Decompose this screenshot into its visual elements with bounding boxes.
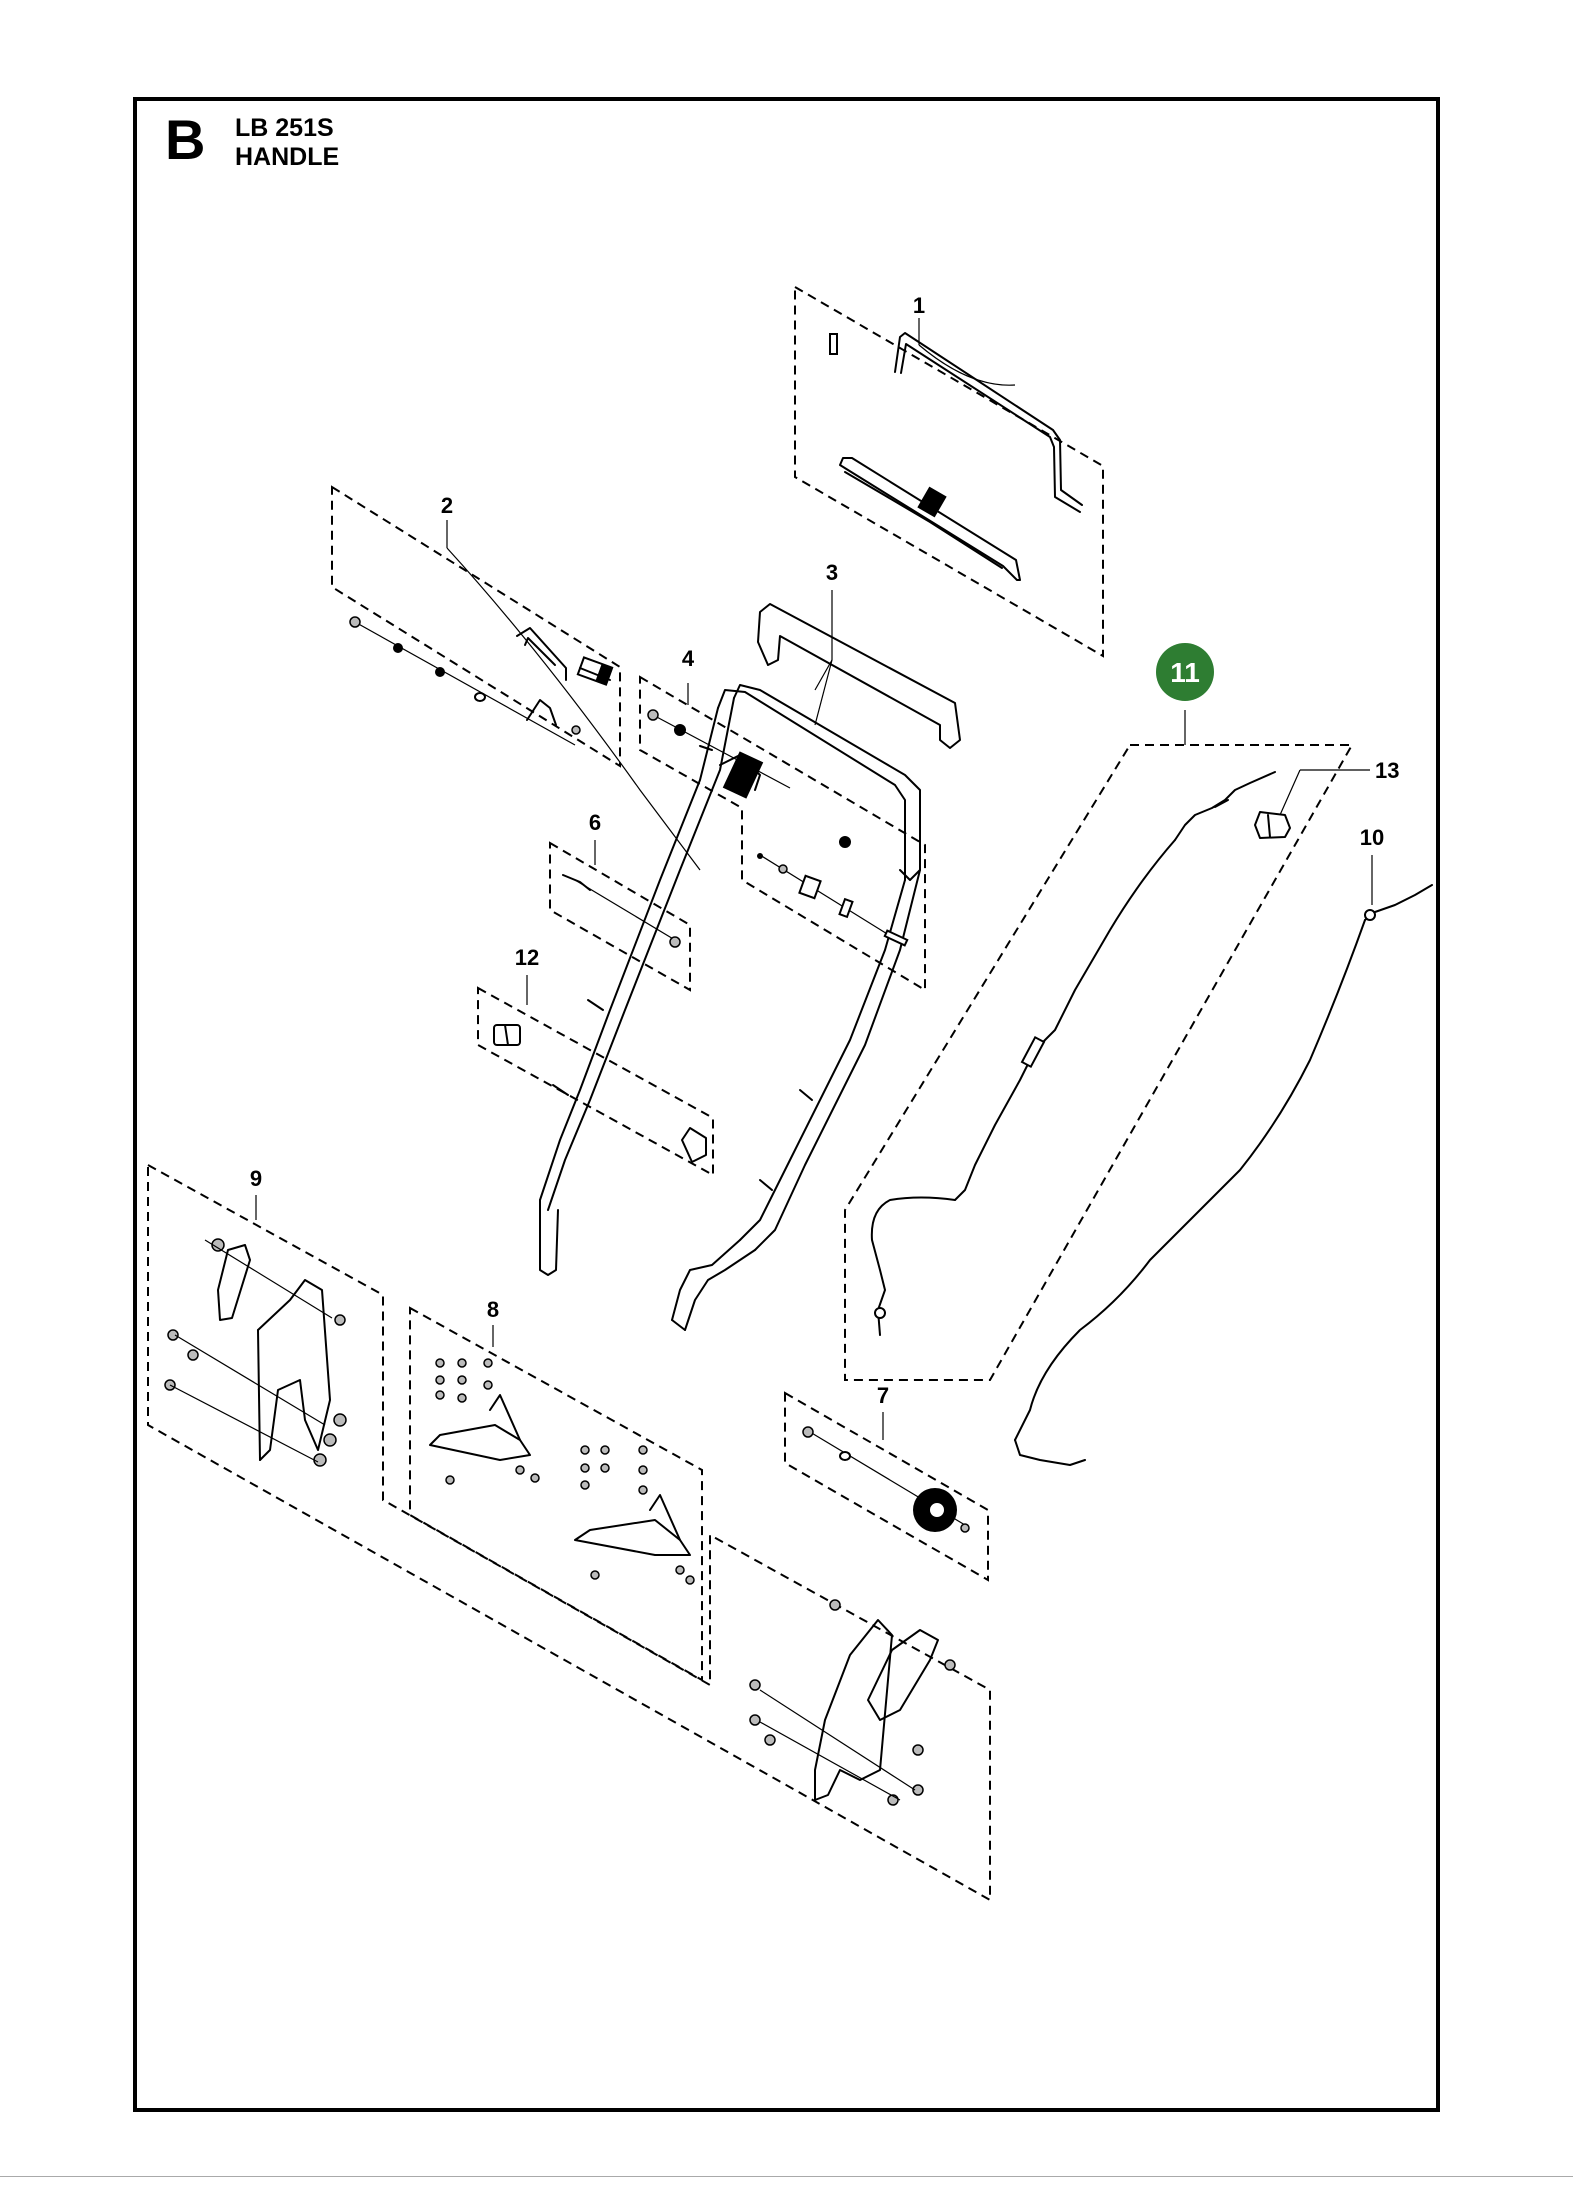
highlight-badge[interactable]: 11 [1156,643,1214,701]
part-7-group[interactable] [784,1391,989,1582]
callout-8: 8 [487,1297,499,1322]
callout-9: 9 [250,1166,262,1191]
footer-rule [0,2176,1573,2177]
callout-11: 11 [1170,657,1200,688]
callout-7: 7 [877,1383,889,1408]
part-4-group[interactable] [639,675,926,992]
callout-2: 2 [441,493,453,518]
part-11-group[interactable] [844,710,1354,1381]
section-letter: B [165,108,206,171]
callout-1: 1 [913,293,925,318]
part-2-group[interactable] [331,485,701,871]
part-1-group[interactable] [794,285,1104,658]
drawing-frame [133,97,1440,2112]
callout-12: 12 [515,945,539,970]
section-title: HANDLE [235,143,340,171]
part-10-group[interactable] [1014,855,1433,1466]
callout-13: 13 [1375,758,1399,783]
part-9-group[interactable] [147,1163,991,1902]
model-name: LB 251S [235,114,334,142]
callout-3: 3 [826,560,838,585]
part-6-group[interactable] [549,840,691,992]
part-12-group[interactable] [477,975,714,1177]
callout-4: 4 [682,646,695,671]
callout-10: 10 [1360,825,1384,850]
part-13-group[interactable] [1254,769,1370,839]
callout-6: 6 [589,810,601,835]
highlight-circle [1156,643,1214,701]
part-8-group[interactable] [409,1306,703,1682]
part-3-group[interactable] [539,590,961,1331]
